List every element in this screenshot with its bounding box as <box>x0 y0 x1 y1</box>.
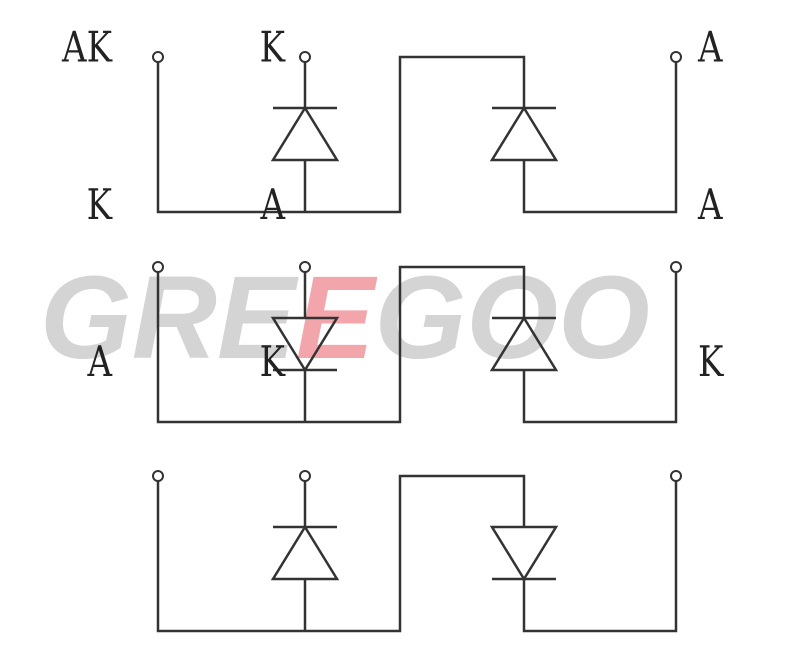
diode-triangle <box>489 105 559 162</box>
diode-triangle <box>270 316 340 373</box>
wire <box>156 474 526 633</box>
terminal-circle <box>670 470 682 482</box>
terminal-label-left: K <box>87 181 114 231</box>
watermark: GREEGOO <box>40 252 650 384</box>
terminal-label-middle: A <box>260 181 287 231</box>
terminal-label-left: A <box>87 337 114 387</box>
terminal-circle <box>152 51 164 63</box>
wire <box>522 62 678 214</box>
terminal-label-right: A <box>697 181 724 231</box>
right-diode <box>489 315 559 372</box>
circuit-2: K A A <box>87 181 724 424</box>
wire <box>522 481 678 633</box>
diode-triangle <box>270 524 340 581</box>
left-diode <box>270 524 340 581</box>
terminal-circle <box>299 261 311 273</box>
wire <box>522 272 678 424</box>
terminal-label-middle: K <box>260 337 287 387</box>
right-diode <box>489 105 559 162</box>
terminal-label-right: A <box>697 23 724 73</box>
wire <box>156 265 526 424</box>
diode-triangle <box>489 525 559 582</box>
terminal-label-right: K <box>698 337 725 387</box>
terminal-circle <box>152 470 164 482</box>
left-diode <box>270 105 340 162</box>
circuit-1: AK K A <box>61 23 724 214</box>
terminal-circle <box>299 470 311 482</box>
right-diode <box>489 525 559 582</box>
terminal-circle <box>670 261 682 273</box>
terminal-label-left: AK <box>61 23 113 73</box>
diode-triangle <box>489 315 559 372</box>
terminal-circle <box>152 261 164 273</box>
terminal-label-middle: K <box>260 23 287 73</box>
terminal-circle <box>299 51 311 63</box>
diode-triangle <box>270 105 340 162</box>
terminal-circle <box>670 51 682 63</box>
wire <box>156 55 526 214</box>
left-diode <box>270 316 340 373</box>
